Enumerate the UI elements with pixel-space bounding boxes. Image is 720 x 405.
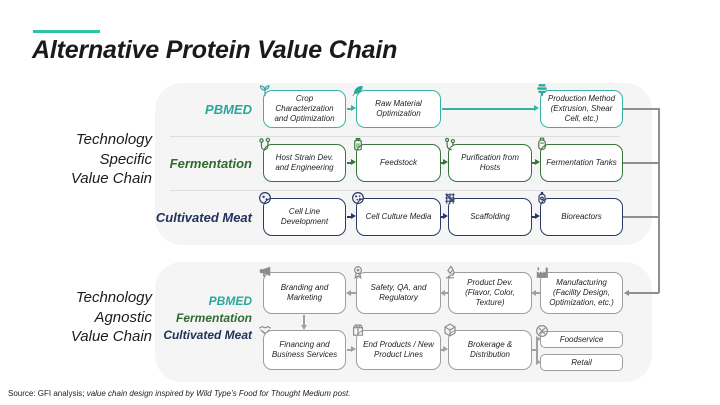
badge-icon — [351, 265, 365, 279]
box-host-strain-dev: Host Strain Dev. and Engineering — [259, 137, 346, 182]
box-retail: Retail — [540, 354, 623, 371]
box-fermentation-tanks: Fermentation Tanks — [538, 137, 623, 182]
box-raw-material-optimization: Raw Material Optimization — [352, 85, 441, 128]
utensils-icon — [535, 324, 549, 338]
agnostic-label-pbmed: PBMED — [208, 294, 252, 308]
microscope-icon — [443, 265, 457, 279]
leaf-icon — [351, 83, 365, 97]
connector-line — [532, 162, 536, 164]
row-label-pbmed: PBMED — [205, 102, 252, 117]
strain-icon — [258, 137, 272, 151]
row-divider — [170, 136, 620, 137]
factory-icon — [535, 265, 549, 279]
source-italic: value chain design inspired by Wild Type… — [86, 389, 351, 398]
connector-line — [347, 349, 352, 351]
arrowhead-right — [535, 158, 540, 165]
row-divider — [170, 190, 620, 191]
molecule-icon — [443, 137, 457, 151]
box-product-dev: Product Dev. (Flavor, Color, Texture) — [445, 265, 532, 314]
box-cell-line-development: Cell Line Development — [259, 192, 346, 236]
row-label-fermentation: Fermentation — [169, 156, 252, 171]
bioreactor-icon — [535, 191, 549, 205]
jar-icon — [351, 137, 365, 151]
connector-line — [658, 108, 660, 293]
row-label-cultivated-meat: Cultivated Meat — [155, 210, 252, 225]
arrowhead-right — [443, 212, 448, 219]
box-end-products: End Products / New Product Lines — [352, 324, 441, 370]
box-crop-characterization: Crop Characterization and Optimization — [259, 85, 346, 128]
box-financing-business-services: Financing and Business Services — [258, 325, 346, 370]
box-brokerage-distribution: Brokerage & Distribution — [444, 323, 532, 370]
source-prefix: Source: GFI analysis; — [8, 389, 87, 398]
box-bioreactors: Bioreactors — [538, 191, 623, 236]
arrowhead-right — [351, 158, 356, 165]
box-feedstock: Feedstock — [354, 137, 441, 182]
section-label-technology-agnostic: Technology Agnostic Value Chain — [70, 289, 152, 345]
connector-line — [623, 216, 660, 218]
arrowhead-right — [535, 212, 540, 219]
arrowhead-right — [536, 335, 541, 342]
arrowhead-right — [351, 212, 356, 219]
arrowhead-right — [351, 345, 356, 352]
connector-line — [445, 292, 448, 294]
connector-line — [347, 108, 353, 110]
arrowhead-down — [300, 325, 307, 330]
connector-line — [532, 349, 538, 351]
page-title: Alternative Protein Value Chain — [32, 36, 398, 64]
arrowhead-right — [351, 104, 356, 111]
agnostic-label-cultivated-meat: Cultivated Meat — [163, 328, 252, 342]
handshake-icon — [258, 323, 272, 337]
arrowhead-right — [536, 359, 541, 365]
connector-line — [303, 315, 305, 325]
connector-line — [441, 349, 444, 351]
box-branding-marketing: Branding and Marketing — [259, 266, 346, 314]
tank-icon — [535, 137, 549, 151]
megaphone-icon — [258, 265, 272, 279]
sprout-icon — [258, 83, 272, 97]
connector-line — [536, 339, 538, 363]
section-label-technology-specific: Technology Specific Value Chain — [70, 131, 152, 187]
connector-line — [347, 162, 353, 164]
connector-line — [441, 162, 444, 164]
cells-icon — [351, 191, 365, 205]
arrowhead-right — [443, 158, 448, 165]
source-note: Source: GFI analysis; value chain design… — [8, 389, 350, 398]
connector-line — [629, 292, 659, 294]
connector-line — [441, 216, 444, 218]
connector-line — [532, 216, 536, 218]
box-scaffolding: Scaffolding — [445, 193, 532, 236]
box-purification-from-hosts: Purification from Hosts — [444, 137, 532, 182]
connector-line — [536, 292, 540, 294]
arrowhead-right — [534, 104, 539, 111]
arrowhead-left — [624, 289, 629, 296]
arrowhead-left — [440, 289, 445, 296]
box-cell-culture-media: Cell Culture Media — [352, 192, 441, 236]
connector-line — [351, 292, 356, 294]
scaffold-icon — [443, 191, 457, 205]
cube-icon — [443, 323, 457, 337]
title-accent-line — [33, 30, 100, 33]
box-manufacturing: Manufacturing (Facility Design, Optimiza… — [536, 267, 623, 314]
arrowhead-left — [531, 289, 536, 296]
box-foodservice: Foodservice — [536, 325, 623, 348]
extruder-icon — [535, 83, 549, 97]
petri-icon — [258, 191, 272, 205]
arrowhead-left — [346, 289, 351, 296]
arrowhead-right — [443, 345, 448, 352]
package-icon — [351, 323, 365, 337]
connector-line — [623, 162, 660, 164]
connector-line — [623, 108, 660, 110]
agnostic-label-fermentation: Fermentation — [175, 311, 252, 325]
connector-line — [347, 216, 353, 218]
box-production-method: Production Method (Extrusion, Shear Cell… — [537, 84, 623, 128]
connector-line — [442, 108, 535, 110]
box-safety-qa-regulatory: Safety, QA, and Regulatory — [354, 266, 441, 314]
